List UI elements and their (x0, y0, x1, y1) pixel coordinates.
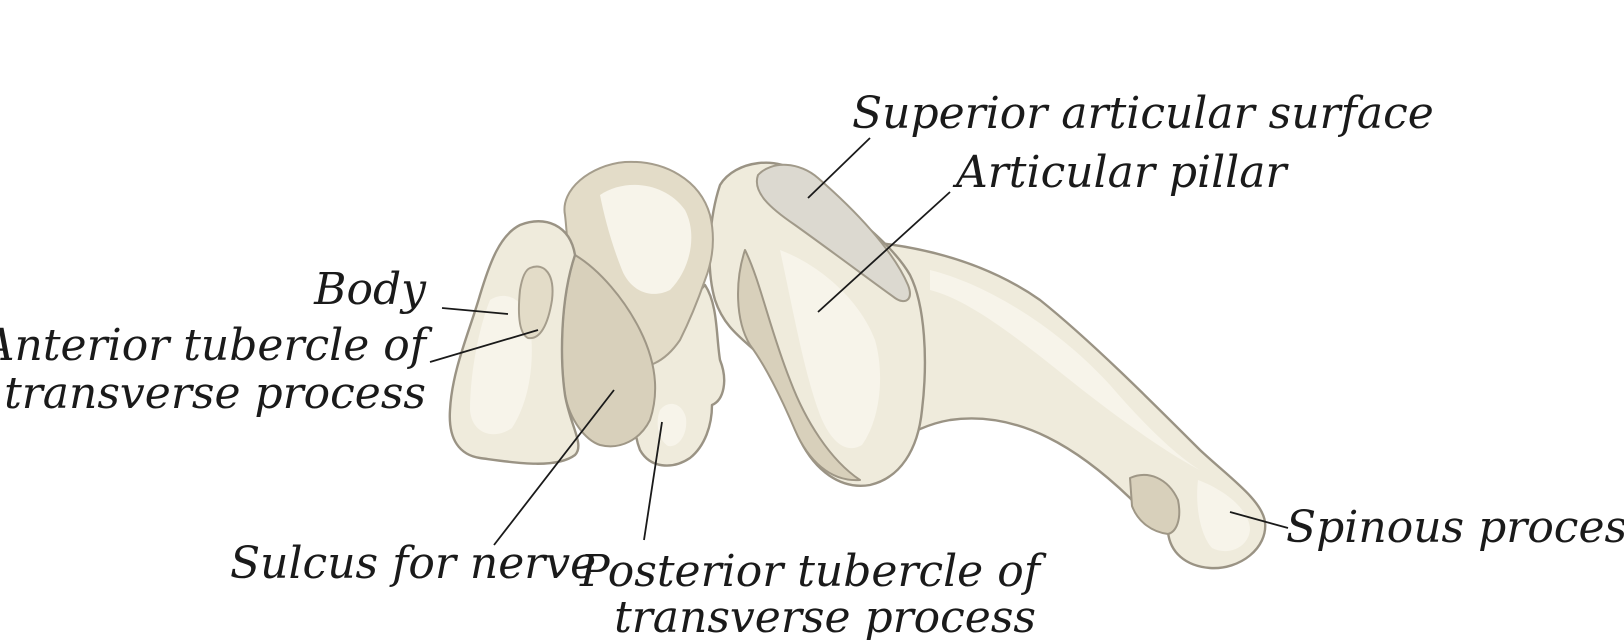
body-uncinate-ridge (518, 265, 554, 340)
leader-anterior-tubercle (429, 329, 539, 363)
spinous-process-tip-shadow (1129, 474, 1181, 535)
labels: Superior articular surface Articular pil… (0, 88, 1624, 640)
label-body: Body (313, 264, 427, 315)
leader-lines (429, 137, 1289, 546)
spinous-process-highlight (930, 270, 1200, 470)
spinous-tip-highlight (1197, 480, 1250, 552)
superior-articular-facet (755, 163, 911, 303)
articular-pillar-shadow (737, 249, 861, 482)
label-articular-pillar: Articular pillar (952, 147, 1289, 198)
label-posterior-tubercle-line2: transverse process (614, 592, 1036, 640)
leader-posterior-tubercle (643, 421, 663, 541)
leader-body (441, 307, 509, 315)
label-sulcus-for-nerve: Sulcus for nerve (230, 538, 596, 589)
articular-pillar-highlight (780, 250, 881, 449)
leader-superior-articular-surface (807, 137, 871, 199)
vertebral-body-highlight (470, 295, 532, 435)
cervical-vertebra-illustration (448, 160, 1267, 570)
label-anterior-tubercle-line2: transverse process (4, 368, 426, 419)
label-spinous-process: Spinous process (1286, 502, 1624, 553)
posterior-tubercle-highlight (657, 403, 687, 447)
leader-articular-pillar (817, 191, 951, 313)
label-superior-articular-surface: Superior articular surface (852, 88, 1434, 139)
label-anterior-tubercle-line1: Anterior tubercle of (0, 320, 433, 371)
anterior-tubercle-highlight (600, 184, 692, 294)
leader-spinous-process (1229, 511, 1289, 529)
label-posterior-tubercle-line1: Posterior tubercle of (579, 546, 1047, 597)
leader-sulcus-for-nerve (493, 389, 615, 546)
